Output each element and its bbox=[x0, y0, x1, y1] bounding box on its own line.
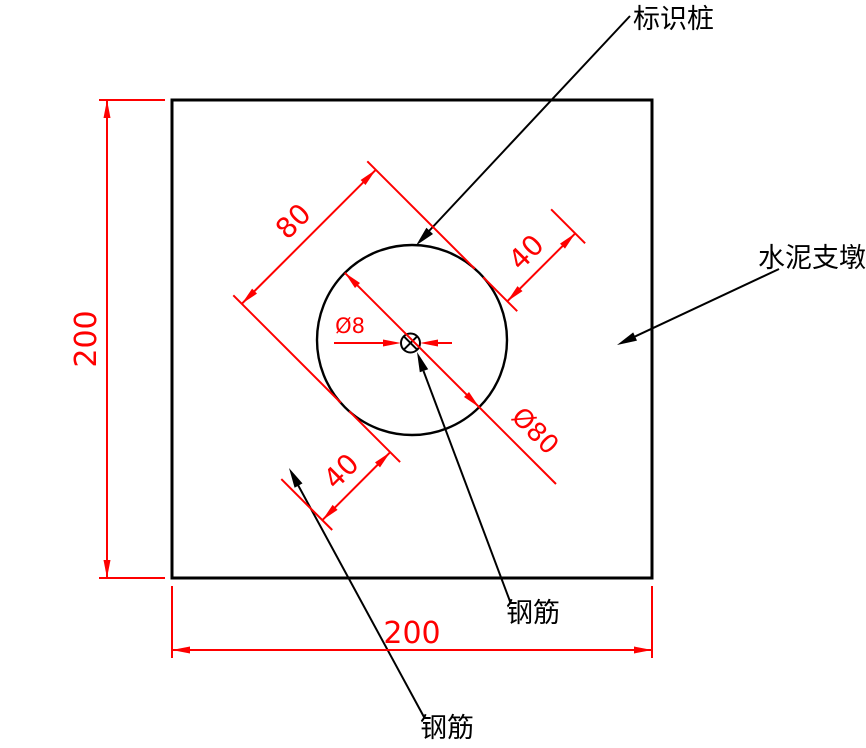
rebar-cross-line-2 bbox=[403, 335, 418, 351]
rebar-center-leader-arrow bbox=[417, 352, 429, 373]
dimension-height: 200 bbox=[69, 99, 165, 579]
rebar-lower-leader-arrow bbox=[289, 468, 303, 488]
dia80-line bbox=[344, 272, 557, 485]
dim-40u-arrow-sw bbox=[507, 286, 523, 302]
dim-40u-label: 40 bbox=[502, 228, 551, 277]
dimension-dia8: Ø8 bbox=[334, 314, 452, 347]
dim-80-arrow-sw bbox=[241, 288, 257, 304]
rebar-center-leader-line bbox=[422, 370, 512, 605]
marker-pile-label: 标识桩 bbox=[633, 4, 714, 35]
dia8-label: Ø8 bbox=[335, 314, 365, 338]
dim-40u-ext-1 bbox=[482, 276, 518, 312]
cement-pier-label: 水泥支墩 bbox=[758, 243, 866, 274]
dim-40l-ext-1 bbox=[348, 410, 401, 463]
dim-80-line bbox=[241, 169, 377, 305]
dim-40l-ext-2 bbox=[280, 478, 333, 531]
dim-height-arrow-bottom bbox=[103, 560, 111, 578]
dim-80-ext-2 bbox=[366, 160, 476, 270]
callout-labels: 标识桩 水泥支墩 钢筋 钢筋 bbox=[420, 4, 866, 744]
dia80-label: Ø80 bbox=[505, 402, 564, 461]
cement-pier-leader-line bbox=[633, 268, 780, 338]
dimension-40-upper: 40 bbox=[482, 208, 586, 312]
dim-40l-arrow-sw bbox=[322, 504, 338, 521]
dim-width-arrow-left bbox=[172, 646, 190, 654]
pier-geometry bbox=[170, 98, 654, 580]
dim-80-arrow-ne bbox=[360, 169, 376, 185]
dim-height-label: 200 bbox=[69, 310, 104, 367]
dim-width-arrow-right bbox=[634, 646, 652, 654]
dim-40u-ext-2 bbox=[550, 208, 586, 245]
leader-callouts bbox=[289, 15, 780, 718]
dim-40l-arrow-ne bbox=[375, 452, 391, 468]
dia8-arrow-right bbox=[420, 339, 438, 347]
dim-80-label: 80 bbox=[269, 197, 318, 246]
marker-pile-leader-line bbox=[428, 15, 631, 232]
dim-40u-arrow-ne bbox=[560, 233, 576, 249]
rebar-center-label: 钢筋 bbox=[506, 598, 560, 629]
dia8-arrow-left bbox=[383, 339, 401, 347]
cement-pier-outline bbox=[170, 98, 654, 580]
dimension-width: 200 bbox=[171, 586, 653, 658]
rebar-lower-leader-line bbox=[297, 484, 425, 718]
dim-width-label: 200 bbox=[383, 616, 440, 651]
marker-pile-leader-arrow bbox=[416, 227, 433, 246]
dia80-arrow-nw bbox=[344, 272, 360, 288]
dia80-arrow-se bbox=[464, 392, 480, 408]
dim-80-ext-1 bbox=[232, 294, 342, 404]
dim-40l-label: 40 bbox=[317, 447, 366, 496]
rebar-lower-label: 钢筋 bbox=[420, 713, 474, 744]
marker-pile-circle bbox=[315, 243, 509, 437]
cement-pier-leader-arrow bbox=[617, 332, 637, 345]
dim-height-arrow-top bbox=[103, 100, 111, 118]
